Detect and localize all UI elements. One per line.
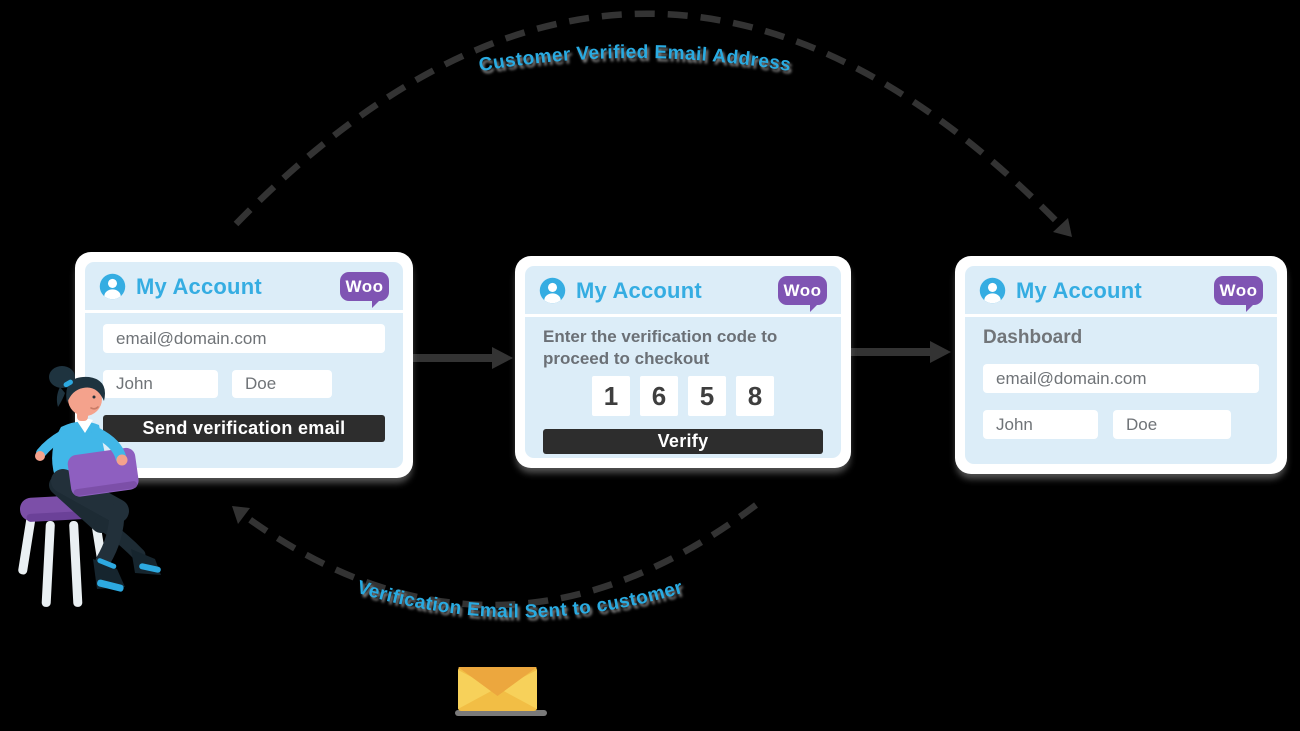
top-arc-label: Customer Verified Email Address (477, 42, 792, 76)
email-input[interactable] (103, 324, 385, 353)
top-arc-arrowhead-icon (1053, 218, 1072, 237)
code-digit-box-1[interactable]: 1 (592, 376, 630, 416)
person-illustration (18, 366, 161, 607)
woo-logo: Woo (778, 276, 827, 312)
dashboard-label: Dashboard (983, 327, 1083, 348)
bottom-arc-arrowhead-icon (232, 506, 250, 524)
card-header: My Account Woo (965, 266, 1277, 317)
last-name-input[interactable] (232, 370, 332, 398)
verification-instruction: Enter the verification code to proceed t… (543, 327, 778, 368)
top-flow-arc (233, 10, 1069, 234)
user-icon (979, 277, 1006, 304)
code-digit-box-3[interactable]: 5 (688, 376, 726, 416)
card-title: My Account (136, 273, 262, 299)
my-account-signup-card: My Account Woo Send verification email (75, 252, 413, 478)
first-name-input[interactable] (103, 370, 218, 398)
verify-button[interactable]: Verify (543, 429, 823, 454)
user-icon (539, 277, 566, 304)
last-name-input[interactable] (1113, 410, 1231, 439)
card-title: My Account (1016, 277, 1142, 303)
arrow-card1-to-card2-head-icon (492, 347, 513, 369)
woo-logo: Woo (340, 272, 389, 308)
code-digit-box-4[interactable]: 8 (736, 376, 774, 416)
code-digit-row: 1 6 5 8 (543, 376, 823, 416)
envelope-icon (455, 667, 547, 716)
user-icon (99, 273, 126, 300)
code-digit-box-2[interactable]: 6 (640, 376, 678, 416)
my-account-dashboard-card: My Account Woo Dashboard (955, 256, 1287, 474)
email-input[interactable] (983, 364, 1259, 393)
woo-logo: Woo (1214, 276, 1263, 312)
card-header: My Account Woo (525, 266, 841, 317)
send-verification-email-button[interactable]: Send verification email (103, 415, 385, 442)
card-header: My Account Woo (85, 262, 403, 313)
bottom-arc-label: Verification Email Sent to customer (355, 577, 686, 623)
arrow-card2-to-card3-head-icon (930, 341, 951, 363)
first-name-input[interactable] (983, 410, 1098, 439)
card-title: My Account (576, 277, 702, 303)
my-account-verify-card: My Account Woo Enter the verification co… (515, 256, 851, 468)
bottom-flow-arc (236, 502, 758, 609)
